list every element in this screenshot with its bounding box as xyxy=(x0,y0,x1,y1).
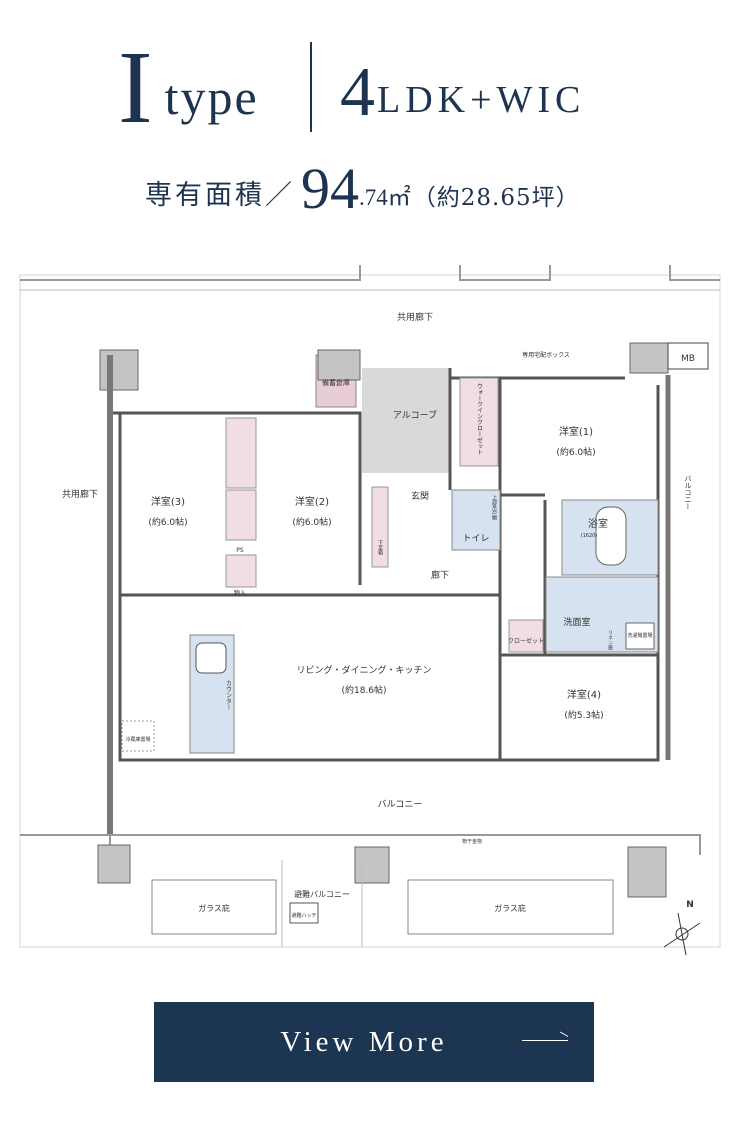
label-drying: 物干金物 xyxy=(462,838,482,845)
closet-c xyxy=(225,554,257,588)
label-ps: PS xyxy=(236,547,244,554)
view-more-label: View More xyxy=(280,1025,448,1058)
label-toilet: トイレ xyxy=(462,534,489,544)
label-mb: MB xyxy=(681,354,695,364)
label-corridor-left: 共用廊下 xyxy=(62,488,98,500)
interior-walls xyxy=(110,368,625,762)
area-tsubo: （約28.65坪） xyxy=(412,185,580,211)
floor-plan: 共用廊下 共用廊下 専用宅配ボックス MB 備蓄倉庫 アルコーブ 洋室(3) (… xyxy=(19,265,721,956)
label-entrance: 玄関 xyxy=(411,490,429,502)
label-wic: ウォークインクローゼット xyxy=(476,383,483,455)
label-hallway: 廊下 xyxy=(431,569,449,581)
label-closet: クローゼット xyxy=(508,637,544,645)
pillar-bottom-mid xyxy=(354,846,390,884)
north-line-b xyxy=(677,912,687,956)
label-balcony-right: バルコニー xyxy=(684,475,692,510)
closet-b xyxy=(225,489,257,541)
label-delivery-box: 専用宅配ボックス xyxy=(522,351,570,359)
wic-box xyxy=(459,377,499,467)
layout-number: 4 xyxy=(340,54,375,131)
label-storage-small: 物入 xyxy=(234,589,246,597)
label-ldk: リビング・ダイニング・キッチン xyxy=(296,664,431,676)
area-integer: 94 xyxy=(301,156,359,221)
evac-hatch-box xyxy=(289,902,319,924)
label-bath-size: (1620) xyxy=(581,533,598,539)
closet-a xyxy=(225,417,257,489)
type-word: type xyxy=(164,69,259,125)
label-counter: カウンター xyxy=(225,680,232,710)
label-washroom: 洗面室 xyxy=(563,616,590,628)
type-letter: I xyxy=(118,30,153,145)
label-room3-size: (約6.0帖) xyxy=(148,516,187,528)
layout-heading: 4 LDK+WIC xyxy=(340,48,585,128)
label-glass-left: ガラス庇 xyxy=(198,903,230,913)
pillar-top-right xyxy=(629,342,669,374)
shoe-box xyxy=(371,486,389,568)
bathtub xyxy=(595,506,627,566)
label-wash-counter: 上部吊戸棚 xyxy=(491,494,497,521)
area-label: 専有面積／ xyxy=(145,180,295,211)
plan-frame xyxy=(19,274,721,948)
label-evac-balcony: 避難バルコニー xyxy=(294,889,350,899)
label-room1: 洋室(1) xyxy=(559,425,593,438)
label-washer: 洗濯機置場 xyxy=(627,632,652,639)
pillar-bottom-right xyxy=(627,846,667,898)
label-balcony-bottom: バルコニー xyxy=(378,799,423,810)
toilet-room xyxy=(451,489,501,551)
label-room3: 洋室(3) xyxy=(151,495,185,508)
pillar-bottom-left xyxy=(97,844,131,884)
glass-canopy-left xyxy=(151,879,277,935)
label-ldk-size: (約18.6帖) xyxy=(341,684,386,696)
area-decimal: .74㎡ xyxy=(359,185,411,210)
fridge-area xyxy=(121,720,155,752)
label-glass-right: ガラス庇 xyxy=(494,903,526,913)
corridor-wall xyxy=(20,265,720,281)
label-room4: 洋室(4) xyxy=(567,688,601,701)
layout-suffix: LDK+WIC xyxy=(377,79,586,121)
closet-room4 xyxy=(508,619,544,653)
interior-walls-2 xyxy=(120,385,660,762)
alcove-area xyxy=(362,368,450,473)
label-room1-size: (約6.0帖) xyxy=(556,446,595,458)
label-shoe: 下足箱 xyxy=(377,540,383,556)
label-north: N xyxy=(686,900,694,910)
label-alcove: アルコーブ xyxy=(393,409,437,421)
arrow-right-icon xyxy=(522,1040,568,1041)
glass-canopy-right xyxy=(407,879,614,935)
heading-divider xyxy=(310,42,312,132)
label-storage: 備蓄倉庫 xyxy=(322,378,350,387)
view-more-button[interactable]: View More xyxy=(154,1002,594,1082)
label-room2-size: (約6.0帖) xyxy=(292,516,331,528)
area-line: 専有面積／ 94 .74㎡ （約28.65坪） xyxy=(145,160,580,218)
sink xyxy=(195,642,227,674)
washer-box xyxy=(625,622,655,650)
label-corridor-top: 共用廊下 xyxy=(397,311,433,323)
label-room2: 洋室(2) xyxy=(295,495,329,508)
label-fridge: 冷蔵庫置場 xyxy=(125,736,150,743)
mb-box xyxy=(667,342,709,370)
label-bath: 浴室 xyxy=(588,517,608,530)
pillar-top-mid xyxy=(317,349,361,381)
type-heading: I type xyxy=(118,30,259,140)
label-linen: リネン庫 xyxy=(607,630,613,651)
label-evac-hatch: 避難ハッチ xyxy=(291,912,316,919)
north-circle xyxy=(675,927,689,941)
pillar-top-left xyxy=(99,349,139,391)
label-room4-size: (約5.3帖) xyxy=(564,709,603,721)
